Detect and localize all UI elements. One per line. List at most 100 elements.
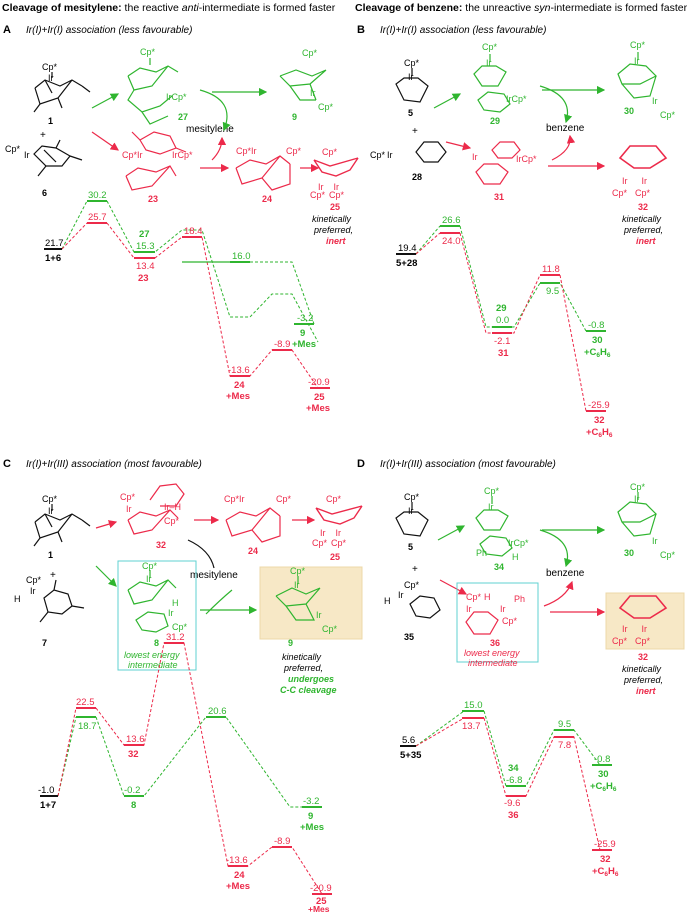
cp-label-1c: Cp* bbox=[42, 494, 58, 504]
cp-cp-label-32: Cp*Cp* bbox=[612, 188, 651, 198]
energy-d-int-green: -6.8 bbox=[506, 775, 522, 786]
path-d-green-dash bbox=[415, 710, 601, 787]
energy-d-prod-green: -0.8 bbox=[594, 754, 610, 765]
cp-cp-label-32d: Cp*Cp* bbox=[612, 636, 651, 646]
energy-a-int-red: 13.4 bbox=[136, 261, 155, 272]
panel-d-letter: D bbox=[357, 458, 365, 470]
header-left-rest-b: -intermediate is formed faster bbox=[199, 2, 336, 14]
energy-b-prod-green: -0.8 bbox=[588, 320, 604, 331]
ir-label-28: Ir bbox=[387, 150, 393, 160]
structure-5d bbox=[395, 502, 429, 537]
header-right: Cleavage of benzene: the unreactive syn-… bbox=[355, 2, 688, 14]
path-b-red-dash bbox=[415, 232, 587, 412]
structure-25 bbox=[313, 157, 359, 177]
arrow-a-green-1 bbox=[91, 93, 120, 109]
energy-b-prod-red-label: 32 bbox=[594, 415, 605, 426]
panel-a-letter: A bbox=[3, 24, 11, 36]
panel-d-subtitle: Ir(I)+Ir(III) association (most favourab… bbox=[380, 459, 556, 470]
cp-label-9c: Cp* bbox=[290, 566, 306, 576]
cp-label-25c-a: Cp* bbox=[312, 538, 328, 548]
cp-label-23: Cp* bbox=[122, 150, 138, 160]
compound-25c-label: 25 bbox=[330, 552, 340, 562]
ir-ir-label-32d: Ir Ir bbox=[622, 624, 647, 634]
cp-ir-label-28: Cp*Ir bbox=[370, 150, 393, 160]
ir-label-32d-b: Ir bbox=[642, 624, 648, 634]
cp-label-32d-a: Cp* bbox=[612, 636, 628, 646]
panel-c-letter: C bbox=[3, 458, 11, 470]
arrow-b-red-1 bbox=[445, 141, 472, 151]
energy-a-ts1-red: 25.7 bbox=[88, 212, 107, 223]
kin-pref-c-1: kinetically bbox=[282, 652, 322, 662]
kin-pref-a-2: preferred, bbox=[313, 225, 353, 235]
cp-label-5d: Cp* bbox=[404, 492, 420, 502]
energy-c-ts2-red: 31.2 bbox=[166, 632, 185, 643]
arrow-b-benz-green bbox=[539, 85, 573, 124]
cp-label-32c: Cp* bbox=[120, 492, 136, 502]
panel-a-scheme: Cp* Ir 1 + Cp* Ir 6 Cp* IrCp* 27 C bbox=[5, 47, 359, 246]
ir-label-30b: Ir bbox=[652, 96, 658, 106]
ircp-label-34: IrCp* bbox=[508, 538, 529, 548]
h-label-7: H bbox=[14, 594, 21, 604]
cp-label-25: Cp* bbox=[322, 147, 338, 157]
structure-25c bbox=[315, 505, 363, 525]
energy-d-ts1-red: 13.7 bbox=[462, 721, 481, 732]
compound-24-label: 24 bbox=[262, 194, 272, 204]
undergoes-c: undergoes bbox=[288, 674, 334, 684]
ir-label-8: Ir bbox=[146, 574, 152, 584]
cp-cp-label-25c: Cp*Cp* bbox=[312, 538, 347, 548]
structure-32d bbox=[618, 595, 668, 619]
energy-b-ts1-green: 26.6 bbox=[442, 215, 461, 226]
formula-d-r-sub2: 6 bbox=[615, 871, 619, 878]
path-a-green-dash bbox=[61, 200, 319, 343]
panel-b-letter: B bbox=[357, 24, 365, 36]
ir-label-5: Ir bbox=[408, 72, 414, 82]
compound-8-label: 8 bbox=[154, 638, 159, 648]
compound-9-label: 9 bbox=[292, 112, 297, 122]
energy-c-int-red-label: 32 bbox=[128, 749, 139, 760]
compound-24c-label: 24 bbox=[248, 546, 258, 556]
energy-c-prod-red-label: 25 bbox=[316, 896, 327, 907]
structure-9 bbox=[279, 69, 327, 101]
h-label-35: H bbox=[384, 596, 391, 606]
energy-c-ts3-red: -8.9 bbox=[274, 836, 290, 847]
ir-label-34: Ir bbox=[488, 502, 494, 512]
structure-32 bbox=[618, 145, 668, 169]
lowest-energy-box-c bbox=[117, 560, 197, 671]
energy-b-start: 19.4 bbox=[398, 243, 417, 254]
energy-c-int-green: -0.2 bbox=[124, 785, 140, 796]
cp-label-7: Cp* bbox=[26, 575, 42, 585]
header-left-rest-a: the reactive bbox=[122, 2, 182, 14]
ir-label-31: Ir bbox=[472, 152, 478, 162]
energy-c-prod-green-label: 9 bbox=[308, 811, 313, 822]
ph-label-34: Ph bbox=[476, 548, 487, 558]
energy-c-int2-red-label: 24 bbox=[234, 870, 245, 881]
compound-5d-label: 5 bbox=[408, 542, 413, 552]
irh-label-32c: Ir–H bbox=[164, 502, 181, 512]
formula-d-g-sub2: 6 bbox=[613, 786, 617, 793]
cp-label-9c-b: Cp* bbox=[322, 624, 338, 634]
formula-d-r-h: H bbox=[608, 866, 615, 877]
cp-label-29: Cp* bbox=[482, 42, 498, 52]
compound-5-label: 5 bbox=[408, 108, 413, 118]
ir-label-32d-a: Ir bbox=[622, 624, 628, 634]
energy-b-int-red: -2.1 bbox=[494, 336, 510, 347]
plus-sign-a: + bbox=[40, 130, 46, 141]
cp-label-30b: Cp* bbox=[660, 110, 676, 120]
energy-d-ts1-green: 15.0 bbox=[464, 700, 483, 711]
cp-ir-label-24: Cp*Ir bbox=[236, 146, 257, 156]
cp-label-5: Cp* bbox=[404, 58, 420, 68]
cp-label-25c: Cp* bbox=[326, 494, 342, 504]
energy-c-prod-red: -20.9 bbox=[310, 883, 332, 894]
cp-label-24: Cp* bbox=[236, 146, 252, 156]
path-a-green-tail bbox=[250, 261, 315, 325]
arrow-d-green-1 bbox=[437, 525, 466, 541]
cp-label-24c: Cp* bbox=[224, 494, 240, 504]
ir-label-30: Ir bbox=[634, 56, 640, 66]
h-label-36: H bbox=[484, 592, 491, 602]
plus-sign-c: + bbox=[50, 570, 56, 581]
arrow-c-green-1 bbox=[95, 565, 117, 587]
inert-a: inert bbox=[326, 236, 347, 246]
formula-b-g-sub: 6 bbox=[596, 352, 600, 359]
compound-1c-label: 1 bbox=[48, 550, 53, 560]
energy-b-ts2-red: 11.8 bbox=[542, 264, 560, 275]
